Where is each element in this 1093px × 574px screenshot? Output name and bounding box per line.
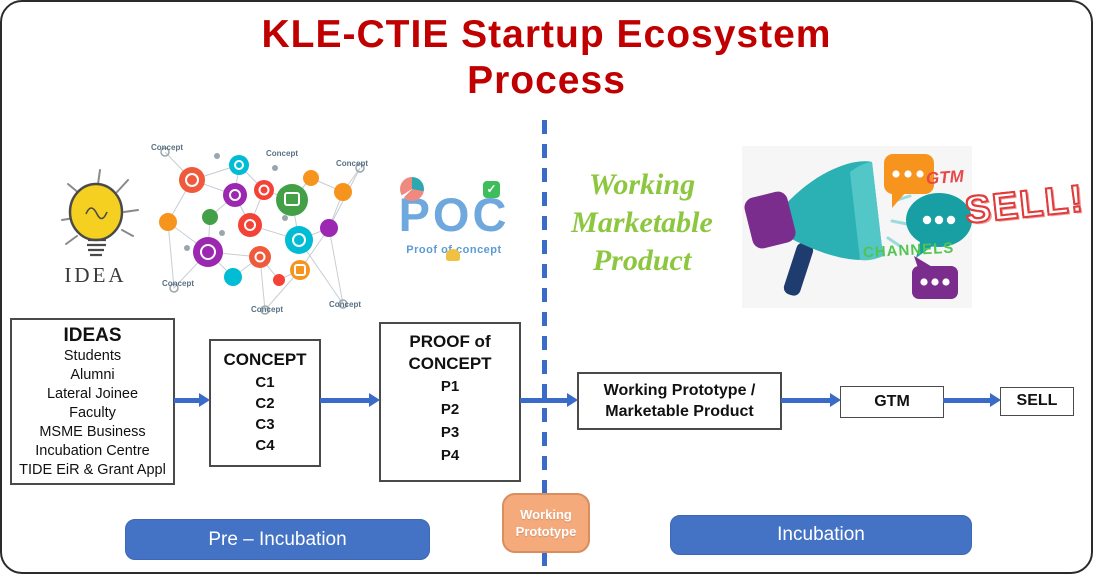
page-title-line2: Process: [467, 59, 626, 103]
working-marketable-product-text: Working Marketable Product: [558, 166, 726, 280]
megaphone-illustration: GTM CHANNELS: [742, 146, 972, 308]
concept-box-item: C4: [255, 437, 275, 454]
concept-label: Concept: [329, 300, 361, 309]
poc-illustration: ✓ POC Proof of concept: [382, 175, 526, 287]
concept-label: Concept: [266, 149, 298, 158]
sell-box: SELL: [1000, 387, 1074, 416]
proof-box-item: P1: [440, 378, 460, 395]
proof-box-item: P4: [440, 447, 460, 464]
idea-caption: IDEA: [64, 263, 127, 287]
concept-label: Concept: [336, 159, 368, 168]
page-title: KLE-CTIE Startup Ecosystem Process: [2, 12, 1091, 104]
ideas-box-item: TIDE EiR & Grant Appl: [19, 462, 166, 478]
ideas-box-item: MSME Business: [39, 424, 146, 440]
arrow-ideas-to-concept: [174, 393, 210, 407]
phase-divider-dashed-line: [542, 120, 547, 572]
working-prototype-box: Working Prototype / Marketable Product: [577, 372, 782, 430]
ideas-box-item: Alumni: [70, 367, 115, 383]
working-prototype-box-line1: Working Prototype /: [603, 382, 756, 399]
sell-art-text: SELL!: [962, 177, 1088, 233]
pie-chart-icon: [400, 177, 424, 201]
concept-label: Concept: [251, 305, 283, 314]
arrow-prototype-to-gtm: [781, 393, 841, 407]
plant-icon: [446, 249, 460, 261]
ideas-box-item: Incubation Centre: [35, 443, 150, 459]
proof-box-item: P2: [440, 401, 460, 418]
concept-box-title: CONCEPT: [223, 350, 307, 369]
working-prototype-stage-line2: Prototype: [515, 524, 577, 539]
check-icon: ✓: [483, 181, 500, 198]
wmp-line1: Working: [588, 168, 696, 201]
arrow-concept-to-proof: [320, 393, 380, 407]
ideas-box-item: Students: [63, 348, 122, 364]
proof-box-item: P3: [440, 424, 460, 441]
incubation-stage: Incubation: [670, 515, 972, 555]
concept-label: Concept: [162, 279, 194, 288]
working-prototype-stage: Working Prototype: [502, 493, 590, 553]
working-prototype-box-line2: Marketable Product: [605, 403, 754, 420]
concept-label: Concept: [151, 143, 183, 152]
concept-box-item: C2: [255, 395, 275, 412]
concept-box-item: C3: [255, 416, 275, 433]
wmp-line2: Marketable: [571, 206, 713, 240]
lightbulb-icon: [61, 169, 139, 257]
ideas-box-title: IDEAS: [63, 325, 122, 346]
ideas-box-item: Lateral Joinee: [46, 386, 139, 402]
pre-incubation-stage: Pre – Incubation: [125, 519, 430, 560]
megaphone-icon: [744, 154, 972, 299]
concept-box-item: C1: [255, 374, 275, 391]
wmp-line3: Product: [592, 244, 692, 278]
network-graph-icon: [159, 147, 365, 315]
gtm-box: GTM: [840, 386, 944, 418]
proof-box-title-line2: CONCEPT: [408, 354, 492, 373]
arrow-proof-to-prototype: [520, 393, 578, 407]
arrow-gtm-to-sell: [943, 393, 1001, 407]
gtm-channels-gtm-text: GTM: [925, 166, 965, 189]
proof-box-title-line1: PROOF of: [409, 332, 491, 351]
ideas-box-item: Faculty: [69, 405, 116, 421]
working-prototype-stage-line1: Working: [520, 507, 572, 522]
idea-lightbulb-illustration: IDEA: [38, 162, 153, 288]
page-title-line1: KLE-CTIE Startup Ecosystem: [261, 13, 832, 56]
